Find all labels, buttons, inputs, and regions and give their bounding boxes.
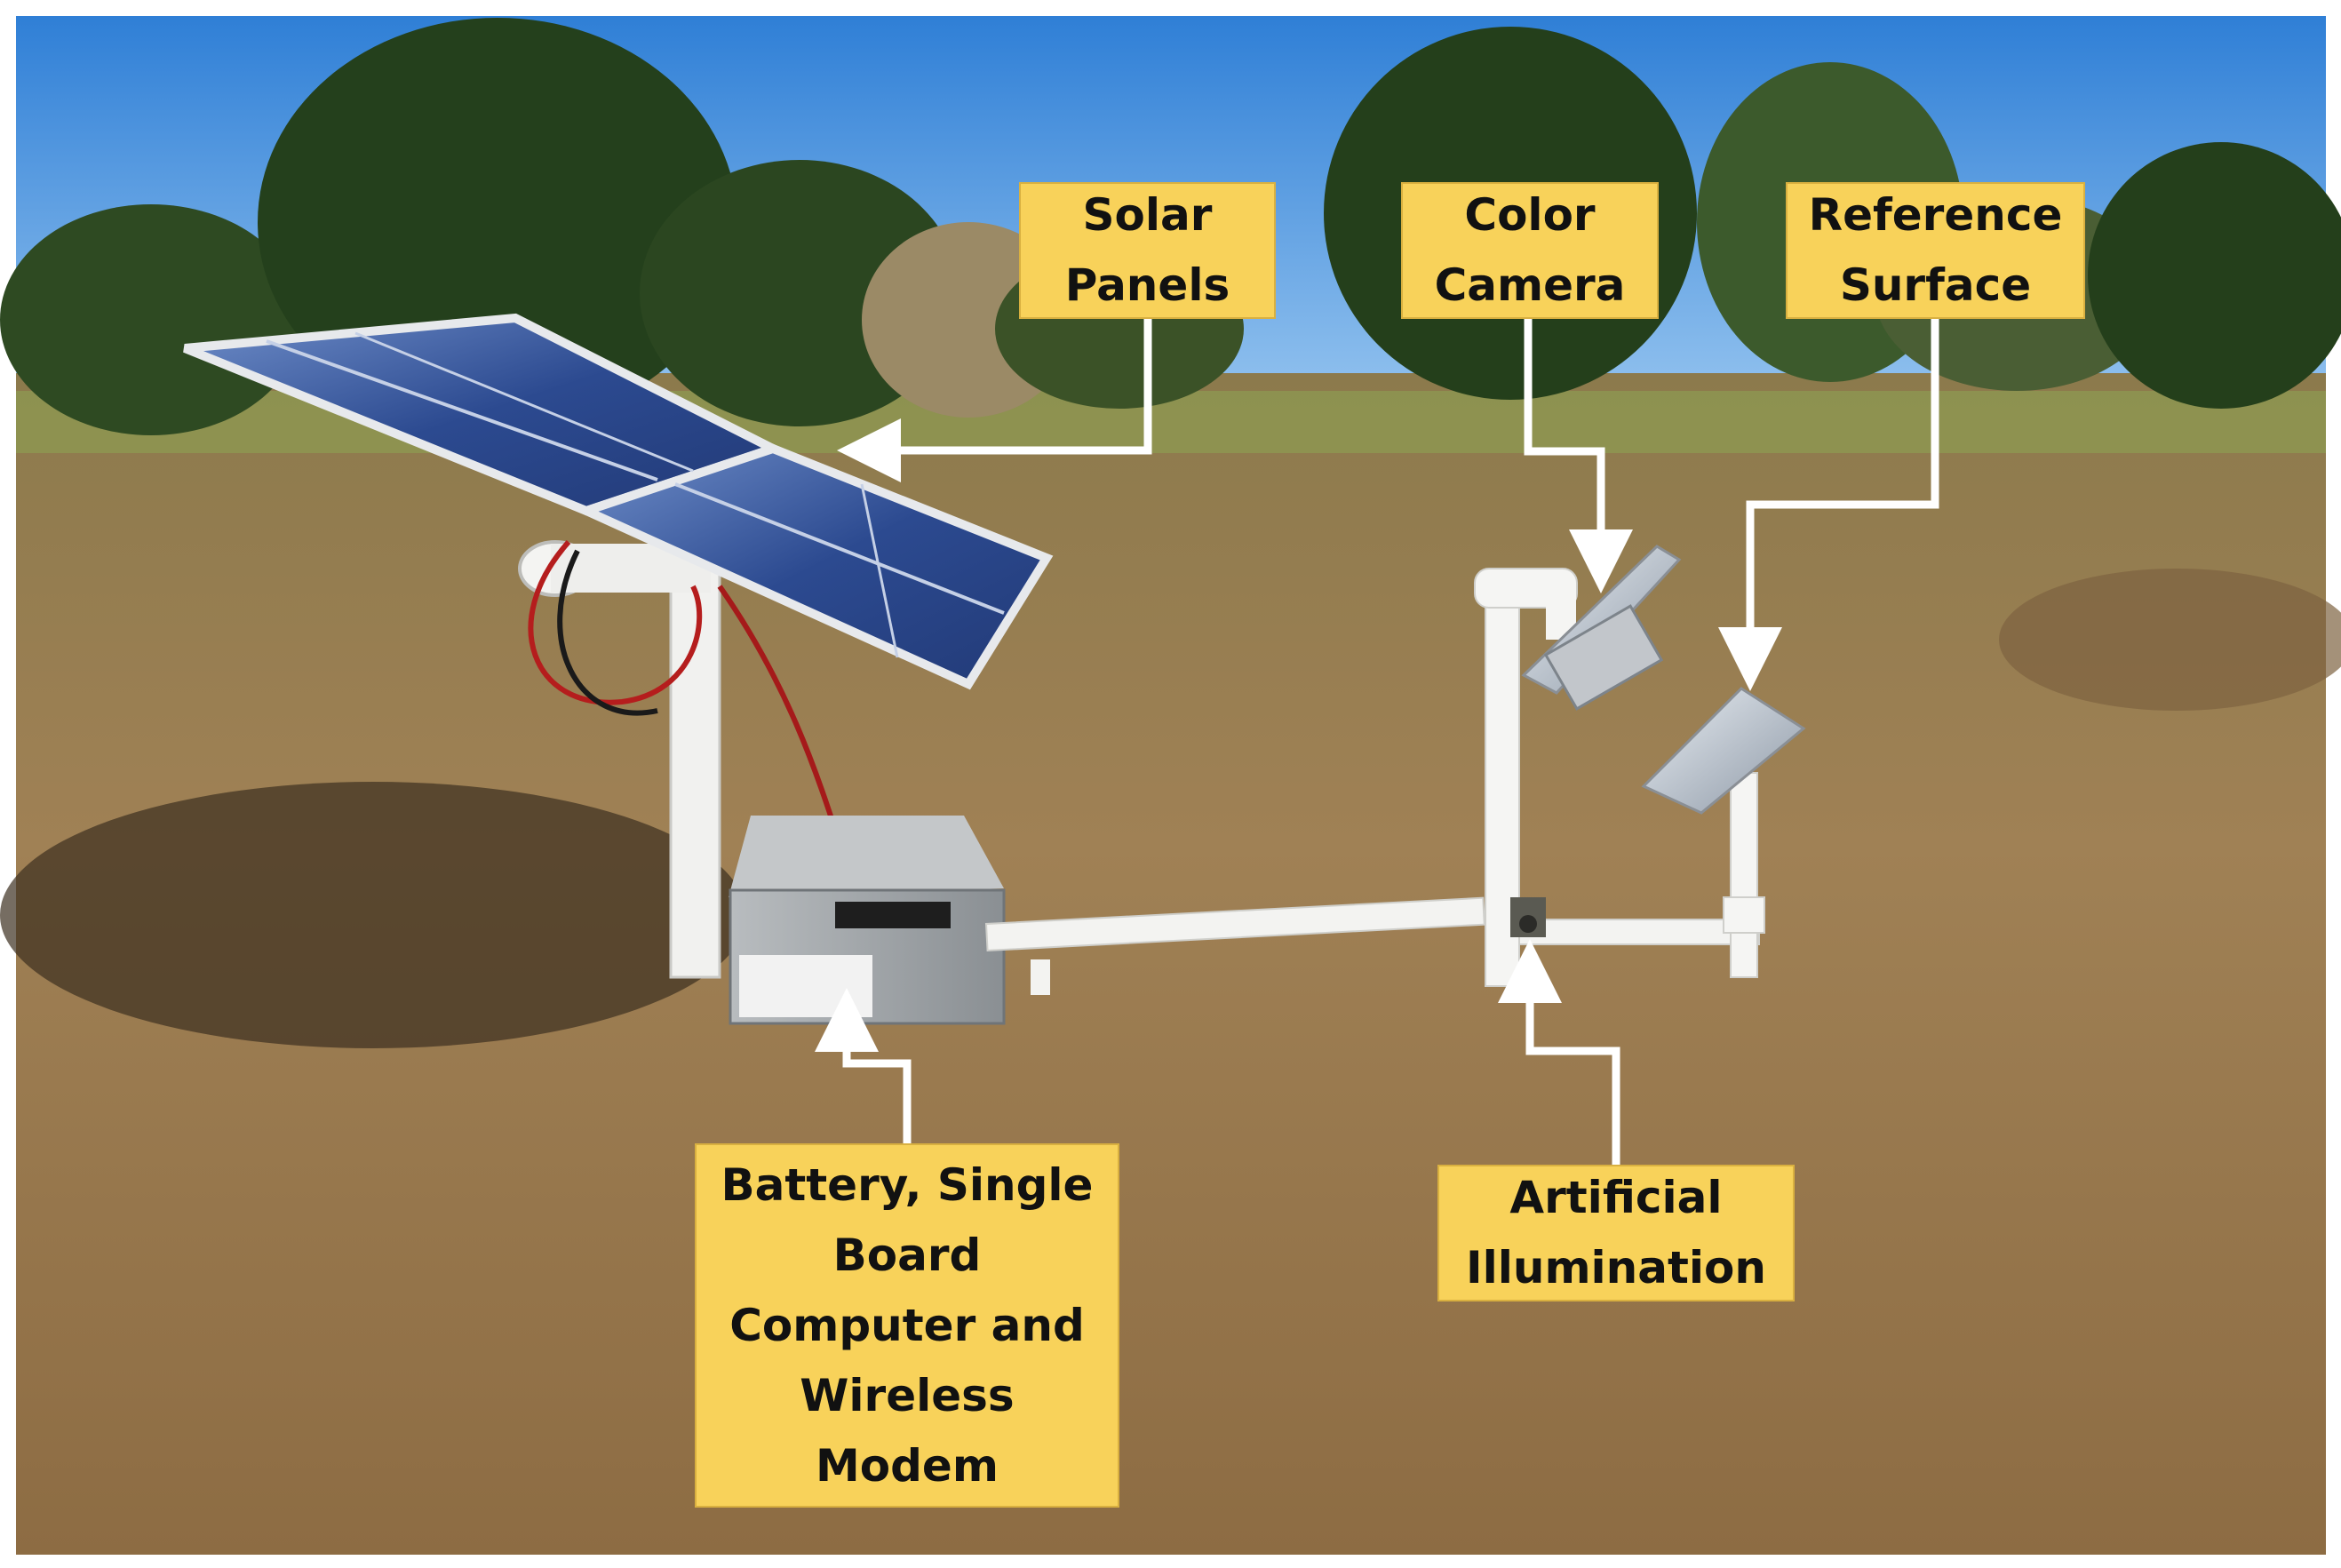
solar-panels <box>183 313 1054 690</box>
red-cable <box>528 540 703 705</box>
dirt-patch <box>1999 569 2341 711</box>
reference-surface <box>1641 687 1806 815</box>
artificial-illumination-label: Artificial Illumination <box>1437 1165 1795 1301</box>
battery-enclosure <box>729 816 1006 1025</box>
black-cable <box>557 549 658 716</box>
reference-surface-label: Reference Surface <box>1786 182 2085 319</box>
ground-shadow <box>0 782 746 1048</box>
pvc-frame <box>984 568 1765 995</box>
solar-panels-label: Solar Panels <box>1019 182 1276 319</box>
solar-pole <box>669 558 721 979</box>
battery-computer-modem-label: Battery, Single Board Computer and Wirel… <box>695 1143 1119 1508</box>
artificial-illumination <box>1510 897 1546 937</box>
color-camera-label: Color Camera <box>1401 182 1659 319</box>
